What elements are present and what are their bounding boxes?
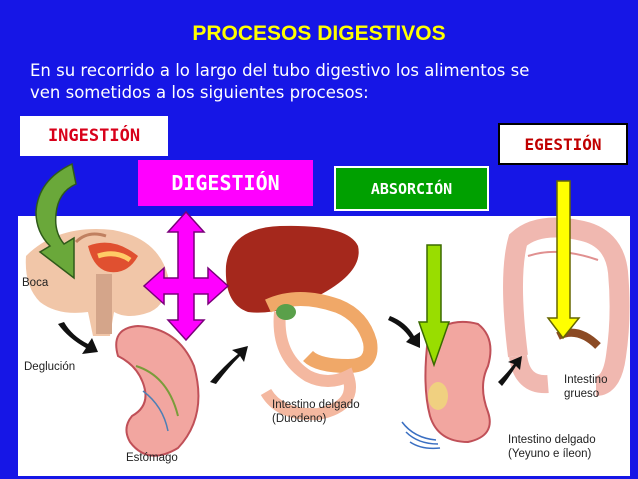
yeyuno-label-line-1: Intestino delgado [508,434,596,446]
digestive-organs-illustration [25,217,630,457]
digestion-cross-arrow [142,210,230,342]
egestion-label: EGESTIÓN [498,123,628,165]
stomach-illustration [115,324,200,457]
grueso-label-line-2: grueso [564,388,600,400]
small-intestine-illustration [401,320,492,450]
digestion-label: DIGESTIÓN [138,160,313,206]
grueso-label: Intestino grueso [564,373,607,401]
page-title: PROCESOS DIGESTIVOS [192,22,446,45]
intro-line-2: ven sometidos a los siguientes procesos: [30,83,369,102]
yeyuno-label: Intestino delgado (Yeyuno e íleon) [508,433,596,461]
duodeno-label-line-1: Intestino delgado [272,399,360,411]
deglucion-label: Deglución [24,361,76,373]
liver-duodenum-illustration [225,225,378,421]
yeyuno-label-line-2: (Yeyuno e íleon) [508,448,592,460]
colon-flow-arrow [498,356,522,386]
deglucion-flow-arrow [58,322,98,354]
intro-text: En su recorrido a lo largo del tubo dige… [30,60,630,104]
ingestion-arrow [35,162,77,280]
digestive-illustration-panel: Boca Deglución Estómago Intestino delgad… [18,216,630,476]
duodeno-label: Intestino delgado (Duodeno) [272,398,360,426]
absorcion-label: ABSORCIÓN [334,166,489,211]
intro-line-1: En su recorrido a lo largo del tubo dige… [30,61,530,80]
estomago-label: Estómago [126,452,178,464]
large-intestine-illustration [503,217,630,396]
egestion-arrow [546,180,581,340]
duodeno-label-line-2: (Duodeno) [272,413,327,425]
ingestion-label: INGESTIÓN [20,116,168,156]
absorcion-arrow [417,244,451,368]
duodenum-flow-arrow [388,316,420,348]
boca-label: Boca [22,277,49,289]
grueso-label-line-1: Intestino [564,374,608,386]
stomach-flow-arrow [210,346,248,384]
flow-arrows [58,316,522,386]
